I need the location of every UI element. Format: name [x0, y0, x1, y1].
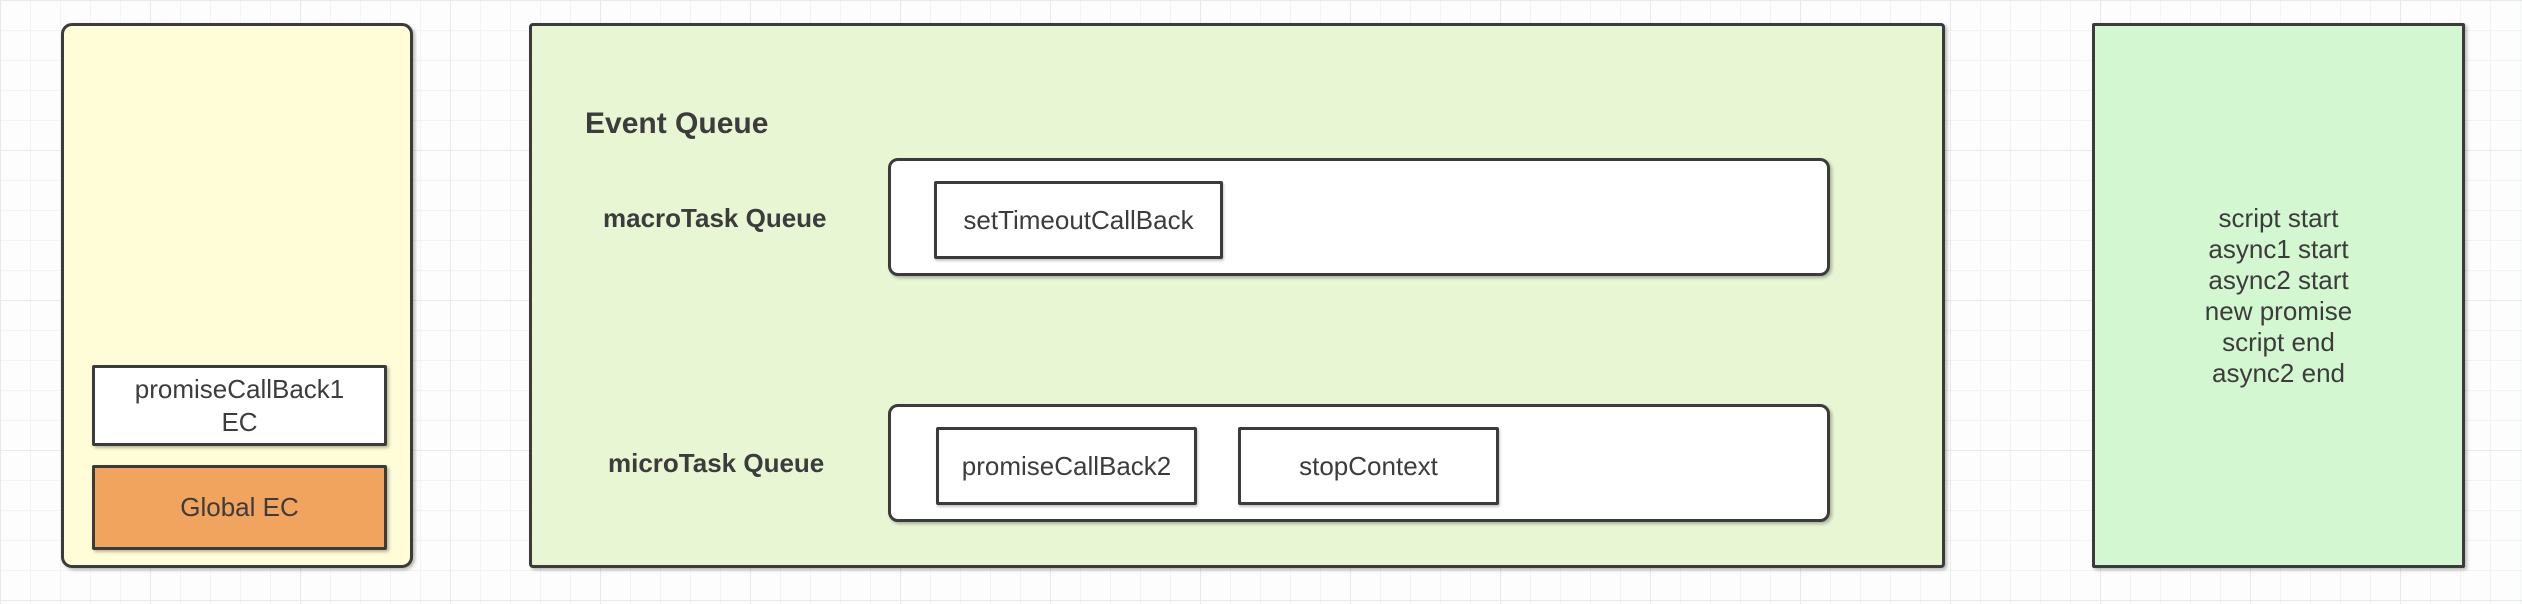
stack-frame-promise-callback1-ec[interactable]: promiseCallBack1 EC [92, 365, 387, 446]
stack-frame-label: Global EC [180, 492, 299, 522]
console-output-box[interactable]: script start async1 start async2 start n… [2092, 23, 2465, 568]
microtask-queue-track[interactable]: promiseCallBack2 stopContext [888, 404, 1830, 522]
output-line: new promise [2204, 295, 2353, 326]
event-queue-title: Event Queue [585, 107, 769, 140]
microtask-queue-label: microTask Queue [608, 448, 825, 478]
macrotask-queue-track[interactable]: setTimeoutCallBack [888, 158, 1830, 276]
output-line: script start [2218, 202, 2339, 233]
event-queue-box[interactable]: Event Queue macroTask Queue setTimeoutCa… [529, 23, 1945, 568]
call-stack-box[interactable]: promiseCallBack1 EC Global EC [61, 23, 413, 568]
task-promise-callback2[interactable]: promiseCallBack2 [936, 427, 1197, 505]
task-label: promiseCallBack2 [961, 450, 1172, 481]
task-label: setTimeoutCallBack [963, 204, 1194, 235]
task-label: stopContext [1299, 450, 1438, 481]
output-line: async1 start [2208, 233, 2349, 264]
output-line: async2 end [2212, 357, 2345, 388]
task-stop-context[interactable]: stopContext [1238, 427, 1499, 505]
output-line: async2 start [2208, 264, 2349, 295]
task-settimeout-callback[interactable]: setTimeoutCallBack [934, 181, 1223, 259]
stack-frame-label: promiseCallBack1 EC [134, 373, 345, 437]
output-line: script end [2222, 326, 2335, 357]
macrotask-queue-label: macroTask Queue [603, 203, 827, 233]
stack-frame-global-ec[interactable]: Global EC [92, 465, 387, 550]
